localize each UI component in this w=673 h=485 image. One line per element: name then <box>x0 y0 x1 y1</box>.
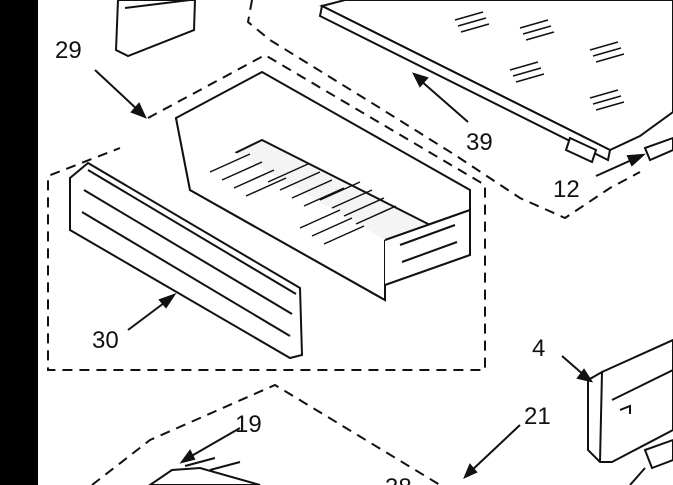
part-drawer-front <box>69 161 304 360</box>
callout-12: 12 <box>553 176 580 203</box>
callout-39: 39 <box>466 129 493 156</box>
part-right-end-cap <box>587 338 673 470</box>
part-top-panel <box>114 0 197 58</box>
callout-30: 30 <box>92 327 119 354</box>
left-edge-strip <box>0 0 38 485</box>
part-glass-shelf <box>318 0 673 164</box>
part-lower-shelf <box>148 457 261 485</box>
callout-4: 4 <box>532 335 545 362</box>
part-crisper-basket <box>174 70 471 302</box>
dashed-group-lower <box>91 383 441 485</box>
dashed-group-shelf <box>246 0 641 220</box>
callout-29: 29 <box>55 37 82 64</box>
callout-19: 19 <box>235 411 262 438</box>
callout-38: 38 <box>385 474 412 485</box>
callout-21: 21 <box>524 403 551 430</box>
leader-arrows <box>94 69 646 485</box>
